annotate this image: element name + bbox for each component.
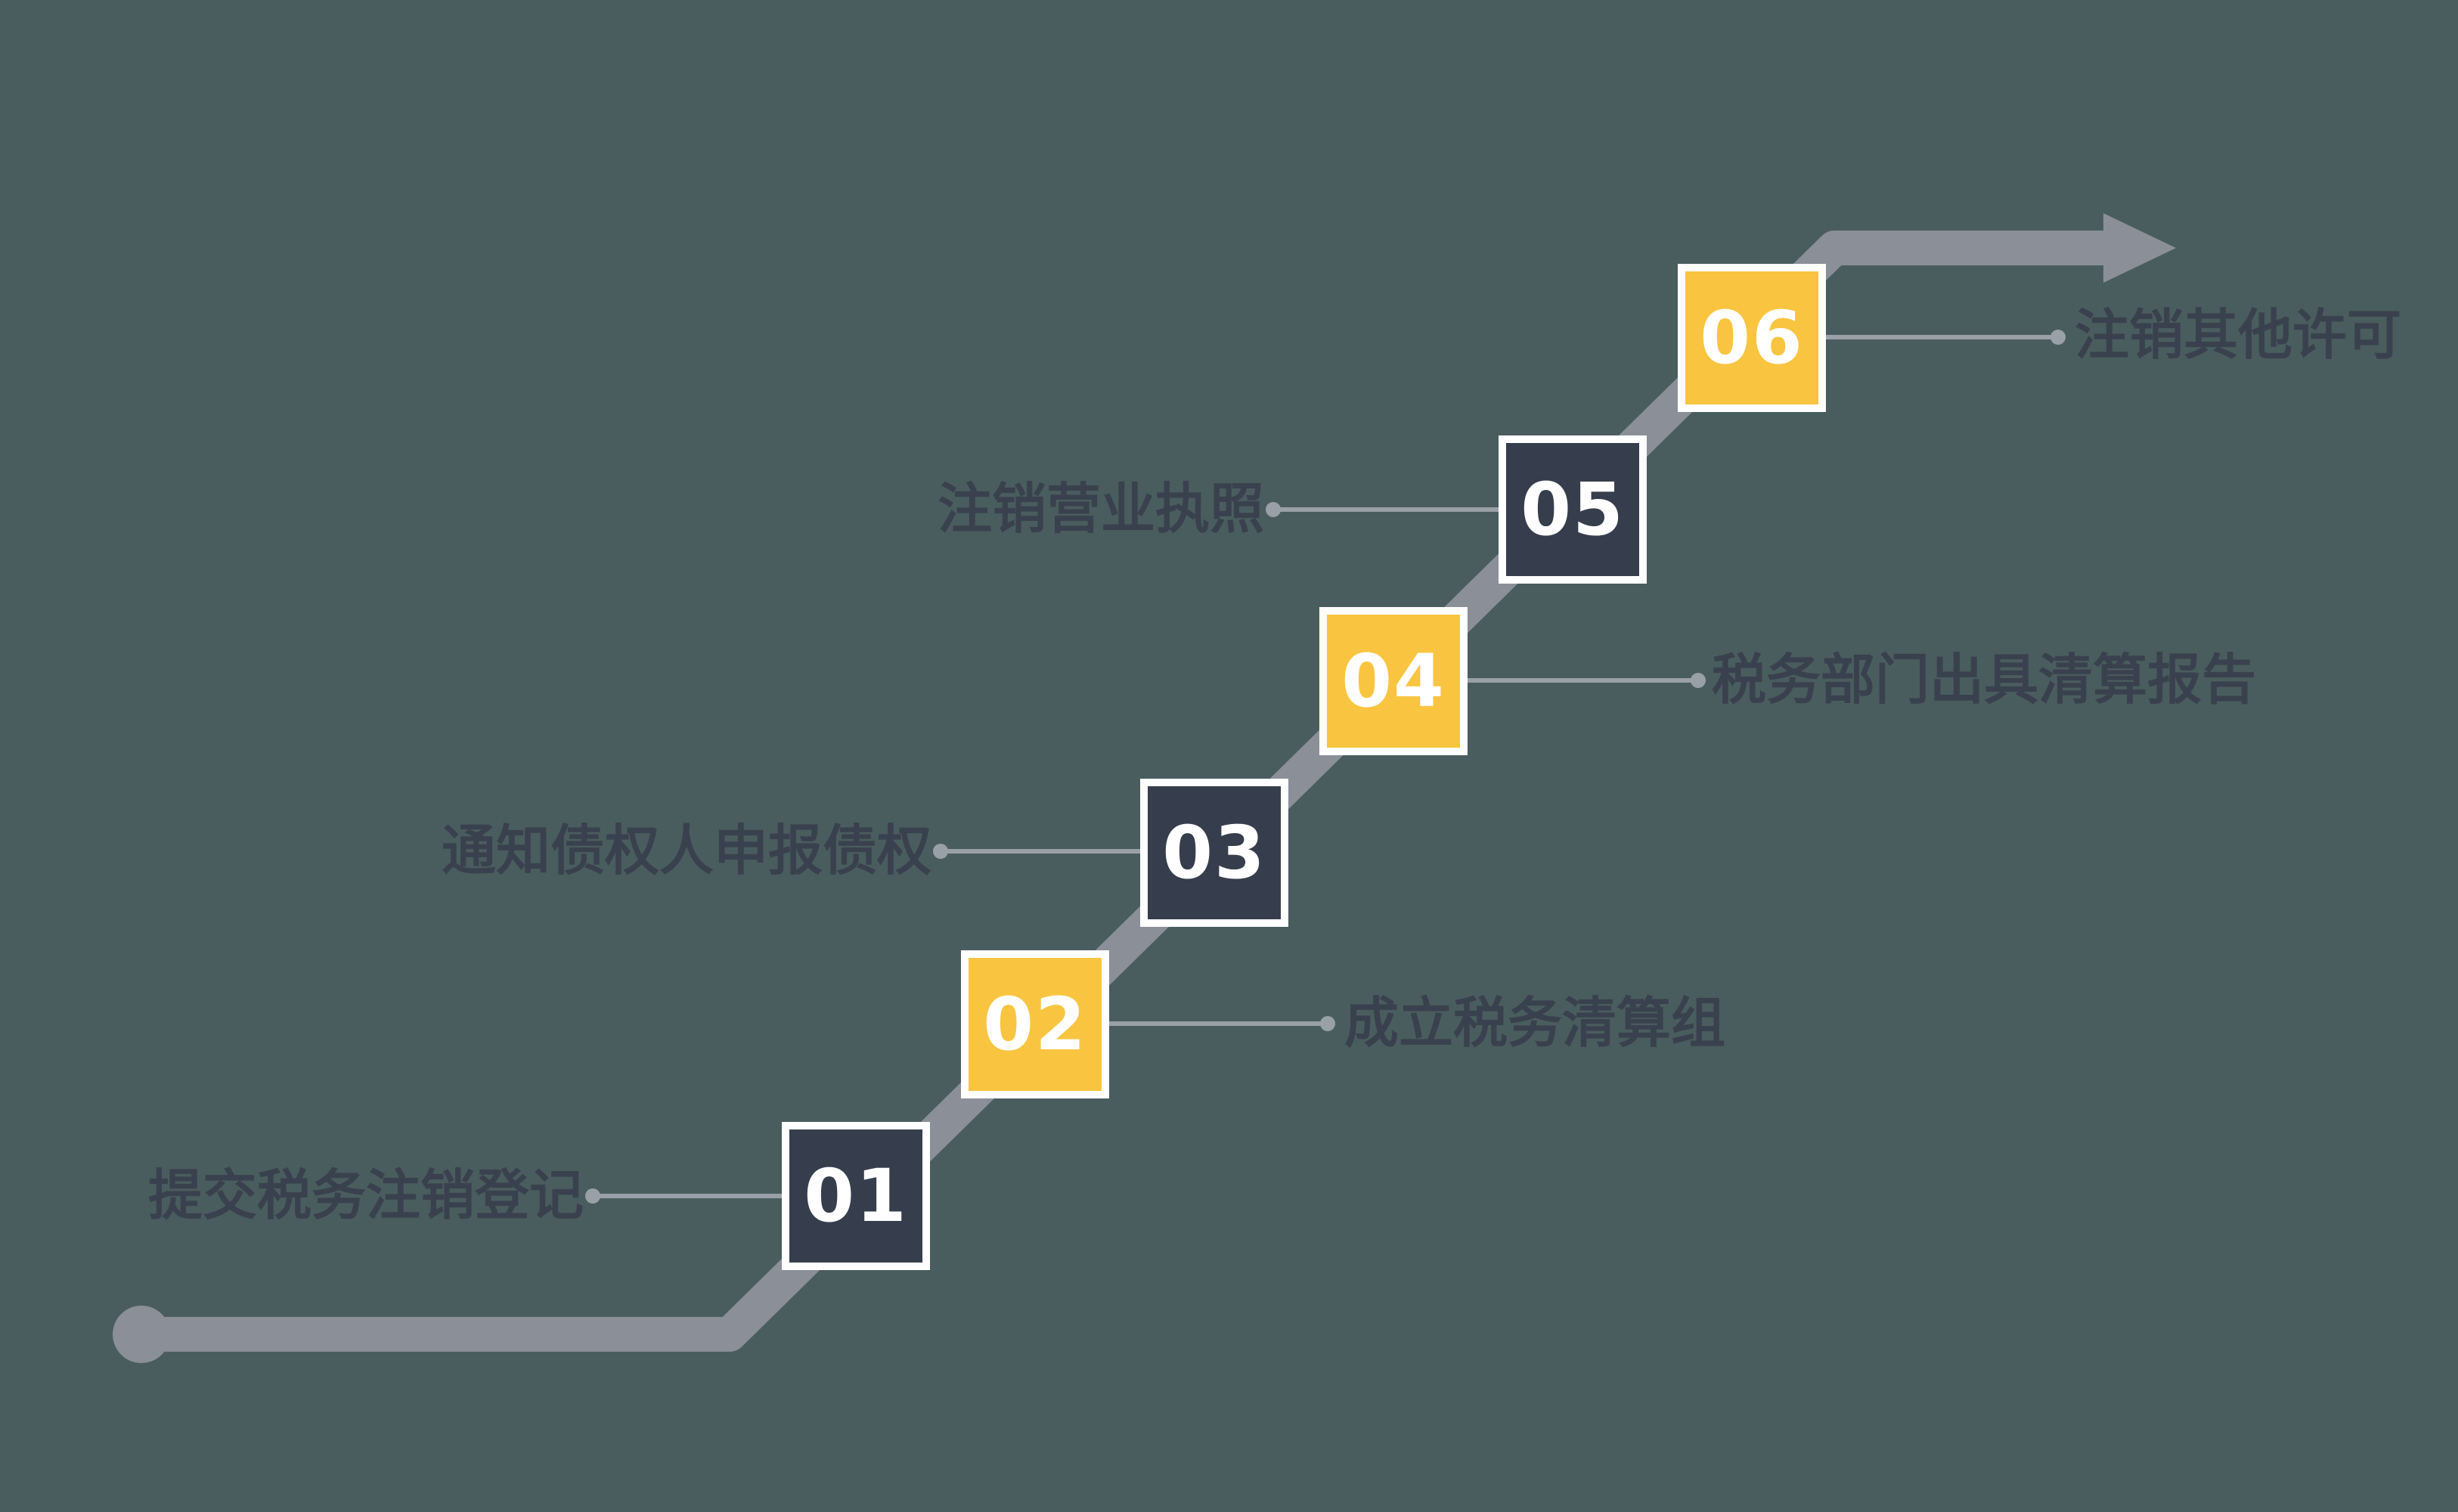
step-5-label: 注销营业执照	[937, 477, 1264, 541]
start-dot	[113, 1306, 170, 1363]
step-5-connector	[1266, 502, 1500, 517]
step-4-number-box: 04	[1319, 607, 1468, 755]
step-6-label: 注销其他许可	[2075, 303, 2402, 367]
connector-dot	[585, 1188, 600, 1204]
step-2-label: 成立税务清算组	[1344, 991, 1726, 1055]
step-3-label: 通知债权人申报债权	[441, 819, 931, 882]
step-1-number-box: 01	[782, 1122, 930, 1270]
step-1-connector	[585, 1188, 783, 1204]
connector-dot	[933, 844, 948, 859]
connector-dot	[2050, 330, 2066, 345]
flow-arrow-icon	[2103, 213, 2176, 283]
step-6-number-box: 06	[1678, 264, 1826, 412]
step-2-connector	[1107, 1016, 1335, 1031]
step-5-number-box: 05	[1499, 435, 1647, 584]
step-4-connector	[1467, 673, 1706, 688]
step-6-number: 06	[1700, 296, 1804, 380]
step-3-connector	[933, 844, 1142, 859]
step-5-number: 05	[1520, 467, 1625, 552]
step-4-label: 税务部门出具清算报告	[1712, 648, 2257, 711]
step-4-number: 04	[1341, 639, 1446, 723]
step-6-connector	[1825, 330, 2066, 345]
step-1-label: 提交税务注销登记	[147, 1163, 584, 1227]
step-1-number: 01	[804, 1154, 908, 1238]
connector-dot	[1320, 1016, 1335, 1031]
connector-dot	[1266, 502, 1281, 517]
step-3-number: 03	[1162, 810, 1266, 895]
connector-dot	[1691, 673, 1706, 688]
step-2-number: 02	[983, 982, 1087, 1067]
step-2-number-box: 02	[961, 950, 1109, 1098]
step-3-number-box: 03	[1140, 779, 1288, 927]
